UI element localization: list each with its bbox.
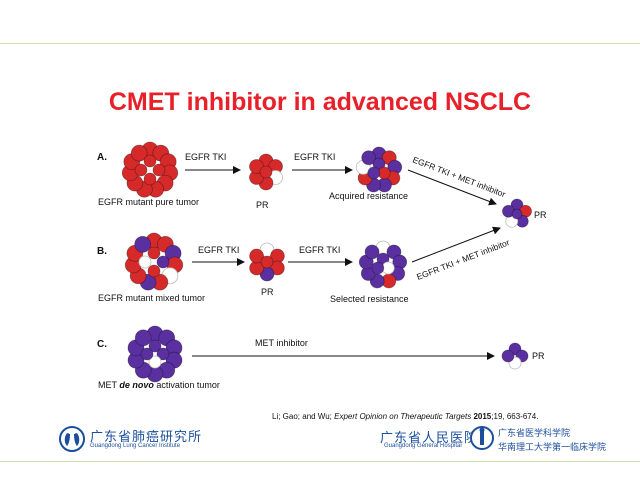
row-c-start-label: MET de novo activation tumor bbox=[98, 380, 220, 390]
lung-institute-sub: Guangdong Lung Cancer Institute bbox=[90, 443, 181, 449]
met-cell bbox=[156, 347, 170, 361]
row-a-arrow2-label: EGFR TKI bbox=[294, 152, 336, 162]
row-a-end-label: Acquired resistance bbox=[329, 191, 409, 201]
academy-line2: 华南理工大学第一临床学院 bbox=[498, 443, 607, 453]
met-cell bbox=[501, 349, 515, 363]
met-cell bbox=[134, 235, 152, 253]
row-c-end-label: PR bbox=[532, 351, 545, 361]
met-cell bbox=[367, 166, 381, 180]
arrow-a-diag bbox=[407, 169, 497, 206]
met-cell bbox=[511, 208, 523, 220]
egfr-mutant-cell bbox=[143, 172, 157, 186]
met-cell bbox=[148, 339, 162, 353]
lung-institute-logo-icon bbox=[59, 426, 85, 452]
met-cell bbox=[371, 261, 385, 275]
egfr-mutant-cell bbox=[147, 264, 161, 278]
final-pr-label: PR bbox=[534, 210, 547, 220]
egfr-mutant-cell bbox=[260, 255, 274, 269]
row-b-start-label: EGFR mutant mixed tumor bbox=[98, 293, 206, 303]
citation: Li; Gao; and Wu; Expert Opinion on Thera… bbox=[272, 412, 539, 421]
egfr-mutant-cell bbox=[143, 154, 157, 168]
diag-label-b: EGFR TKI + MET inhibitor bbox=[415, 237, 511, 282]
hospital-sub: Guangdong General Hospital bbox=[384, 443, 462, 449]
egfr-mutant-cell bbox=[134, 163, 148, 177]
slide-title: CMET inhibitor in advanced NSCLC bbox=[108, 88, 532, 116]
lung-institute-name: 广东省肺癌研究所 bbox=[90, 430, 203, 445]
row-b-mid-label: PR bbox=[261, 287, 274, 297]
met-cell bbox=[361, 150, 377, 166]
egfr-mutant-cell bbox=[147, 246, 161, 260]
egfr-mutant-cell bbox=[249, 159, 264, 174]
row-a-letter: A. bbox=[97, 152, 107, 163]
met-cell bbox=[156, 255, 170, 269]
egfr-mutant-cell bbox=[249, 248, 265, 264]
met-cell bbox=[140, 347, 154, 361]
dead-cell bbox=[138, 255, 152, 269]
slide bbox=[0, 43, 640, 462]
row-b-arrow1-label: EGFR TKI bbox=[198, 245, 240, 255]
row-a-mid-label: PR bbox=[256, 200, 269, 210]
row-b-end-label: Selected resistance bbox=[330, 294, 409, 304]
row-c-arrow-label: MET inhibitor bbox=[255, 338, 308, 348]
met-cell bbox=[134, 329, 152, 347]
row-c-letter: C. bbox=[97, 339, 107, 350]
dead-cell bbox=[148, 355, 162, 369]
row-a-arrow1-label: EGFR TKI bbox=[185, 152, 227, 162]
row-a-start-label: EGFR mutant pure tumor bbox=[98, 197, 200, 207]
hospital-name: 广东省人民医院 bbox=[380, 431, 479, 446]
egfr-mutant-cell bbox=[130, 144, 148, 162]
egfr-mutant-cell bbox=[152, 163, 166, 177]
academy-line1: 广东省医学科学院 bbox=[498, 429, 571, 439]
met-cell bbox=[364, 244, 380, 260]
arrow-b-diag bbox=[411, 226, 501, 263]
row-b-letter: B. bbox=[97, 246, 107, 257]
academy-logo-icon bbox=[470, 426, 494, 450]
egfr-mutant-cell bbox=[259, 165, 273, 179]
row-b-arrow2-label: EGFR TKI bbox=[299, 245, 341, 255]
